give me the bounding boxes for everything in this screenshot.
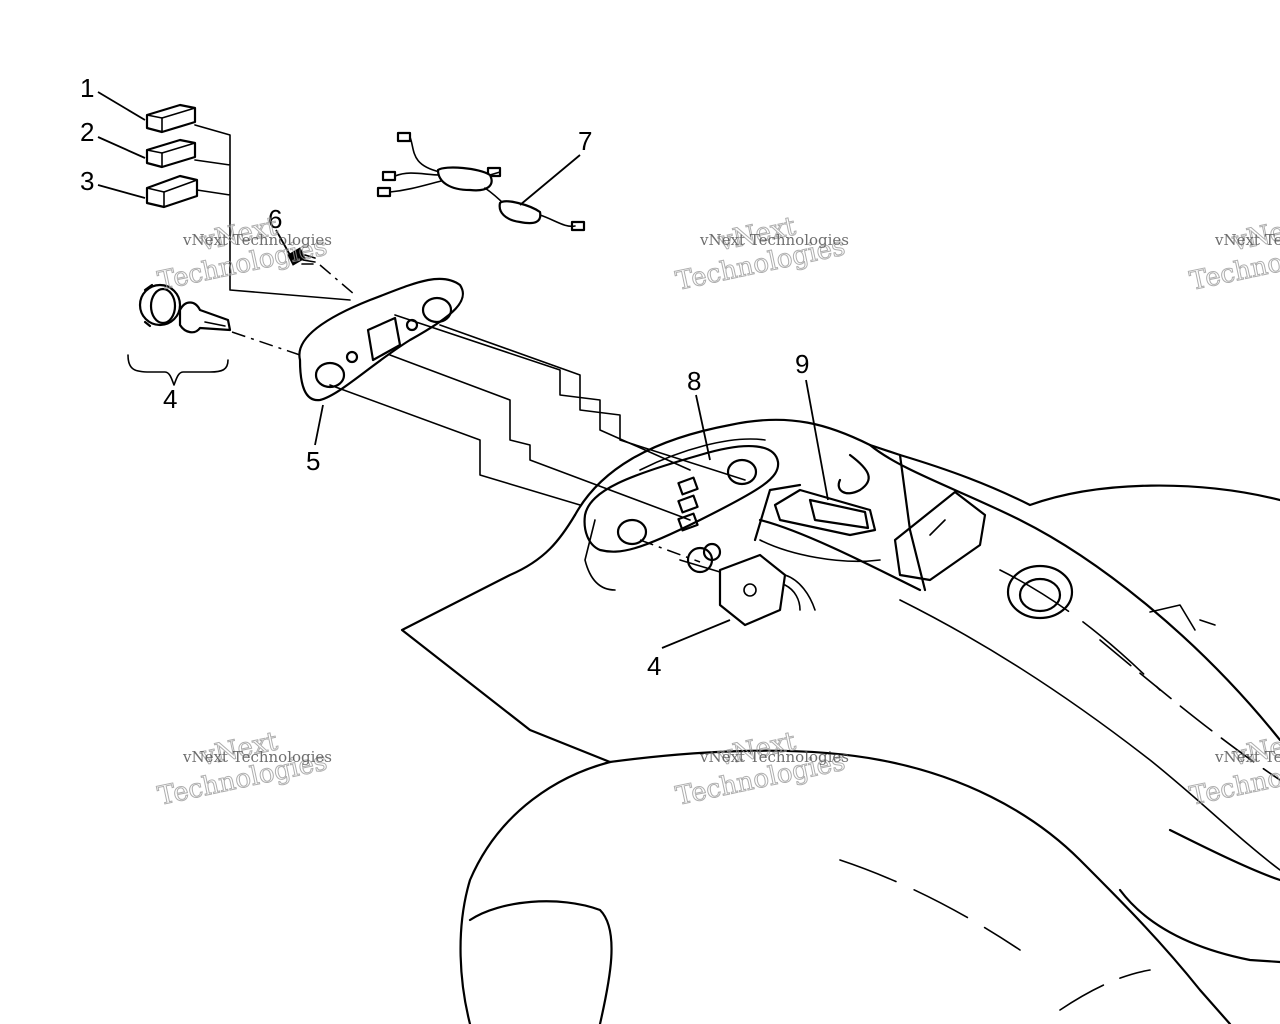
watermark-small-3: vNext Technologies — [1214, 231, 1280, 249]
watermark-small-2: vNext Technologies — [699, 231, 849, 249]
watermark-2: vNext Technologies — [673, 211, 849, 297]
callout-3: 3 — [80, 166, 94, 196]
switch-1 — [145, 103, 197, 134]
callout-2: 2 — [80, 117, 94, 147]
callout-9: 9 — [795, 349, 809, 379]
watermark-small-4: vNext Technologies — [182, 748, 332, 766]
callout-5: 5 — [306, 446, 320, 476]
leader-lines — [97, 91, 829, 649]
rear-fender — [400, 418, 1280, 1024]
callout-1: 1 — [80, 73, 94, 103]
mounting-plate — [583, 438, 780, 591]
watermark-small-1: vNext Technologies — [182, 231, 332, 249]
callout-6: 6 — [268, 204, 282, 234]
switch-group-line — [194, 124, 351, 301]
face-plate — [298, 277, 465, 402]
bracket-brace — [127, 354, 229, 386]
callout-8: 8 — [687, 366, 701, 396]
callout-4-upper: 4 — [163, 384, 177, 414]
kill-switch — [753, 483, 881, 563]
screw — [287, 247, 356, 296]
switch-3 — [145, 174, 199, 209]
ignition-switch-mounted — [679, 542, 816, 627]
callout-7: 7 — [578, 126, 592, 156]
switch-2 — [145, 138, 197, 169]
watermark-3: vNext Technologies — [1187, 211, 1280, 297]
callout-4-lower: 4 — [647, 651, 661, 681]
assembly-lines — [329, 314, 746, 563]
wire-harness — [376, 131, 586, 232]
watermark-small-6: vNext Technologies — [1214, 748, 1280, 766]
watermark-small-5: vNext Technologies — [699, 748, 849, 766]
ignition-key — [127, 283, 301, 386]
watermark-1: vNext Technologies — [155, 211, 331, 297]
